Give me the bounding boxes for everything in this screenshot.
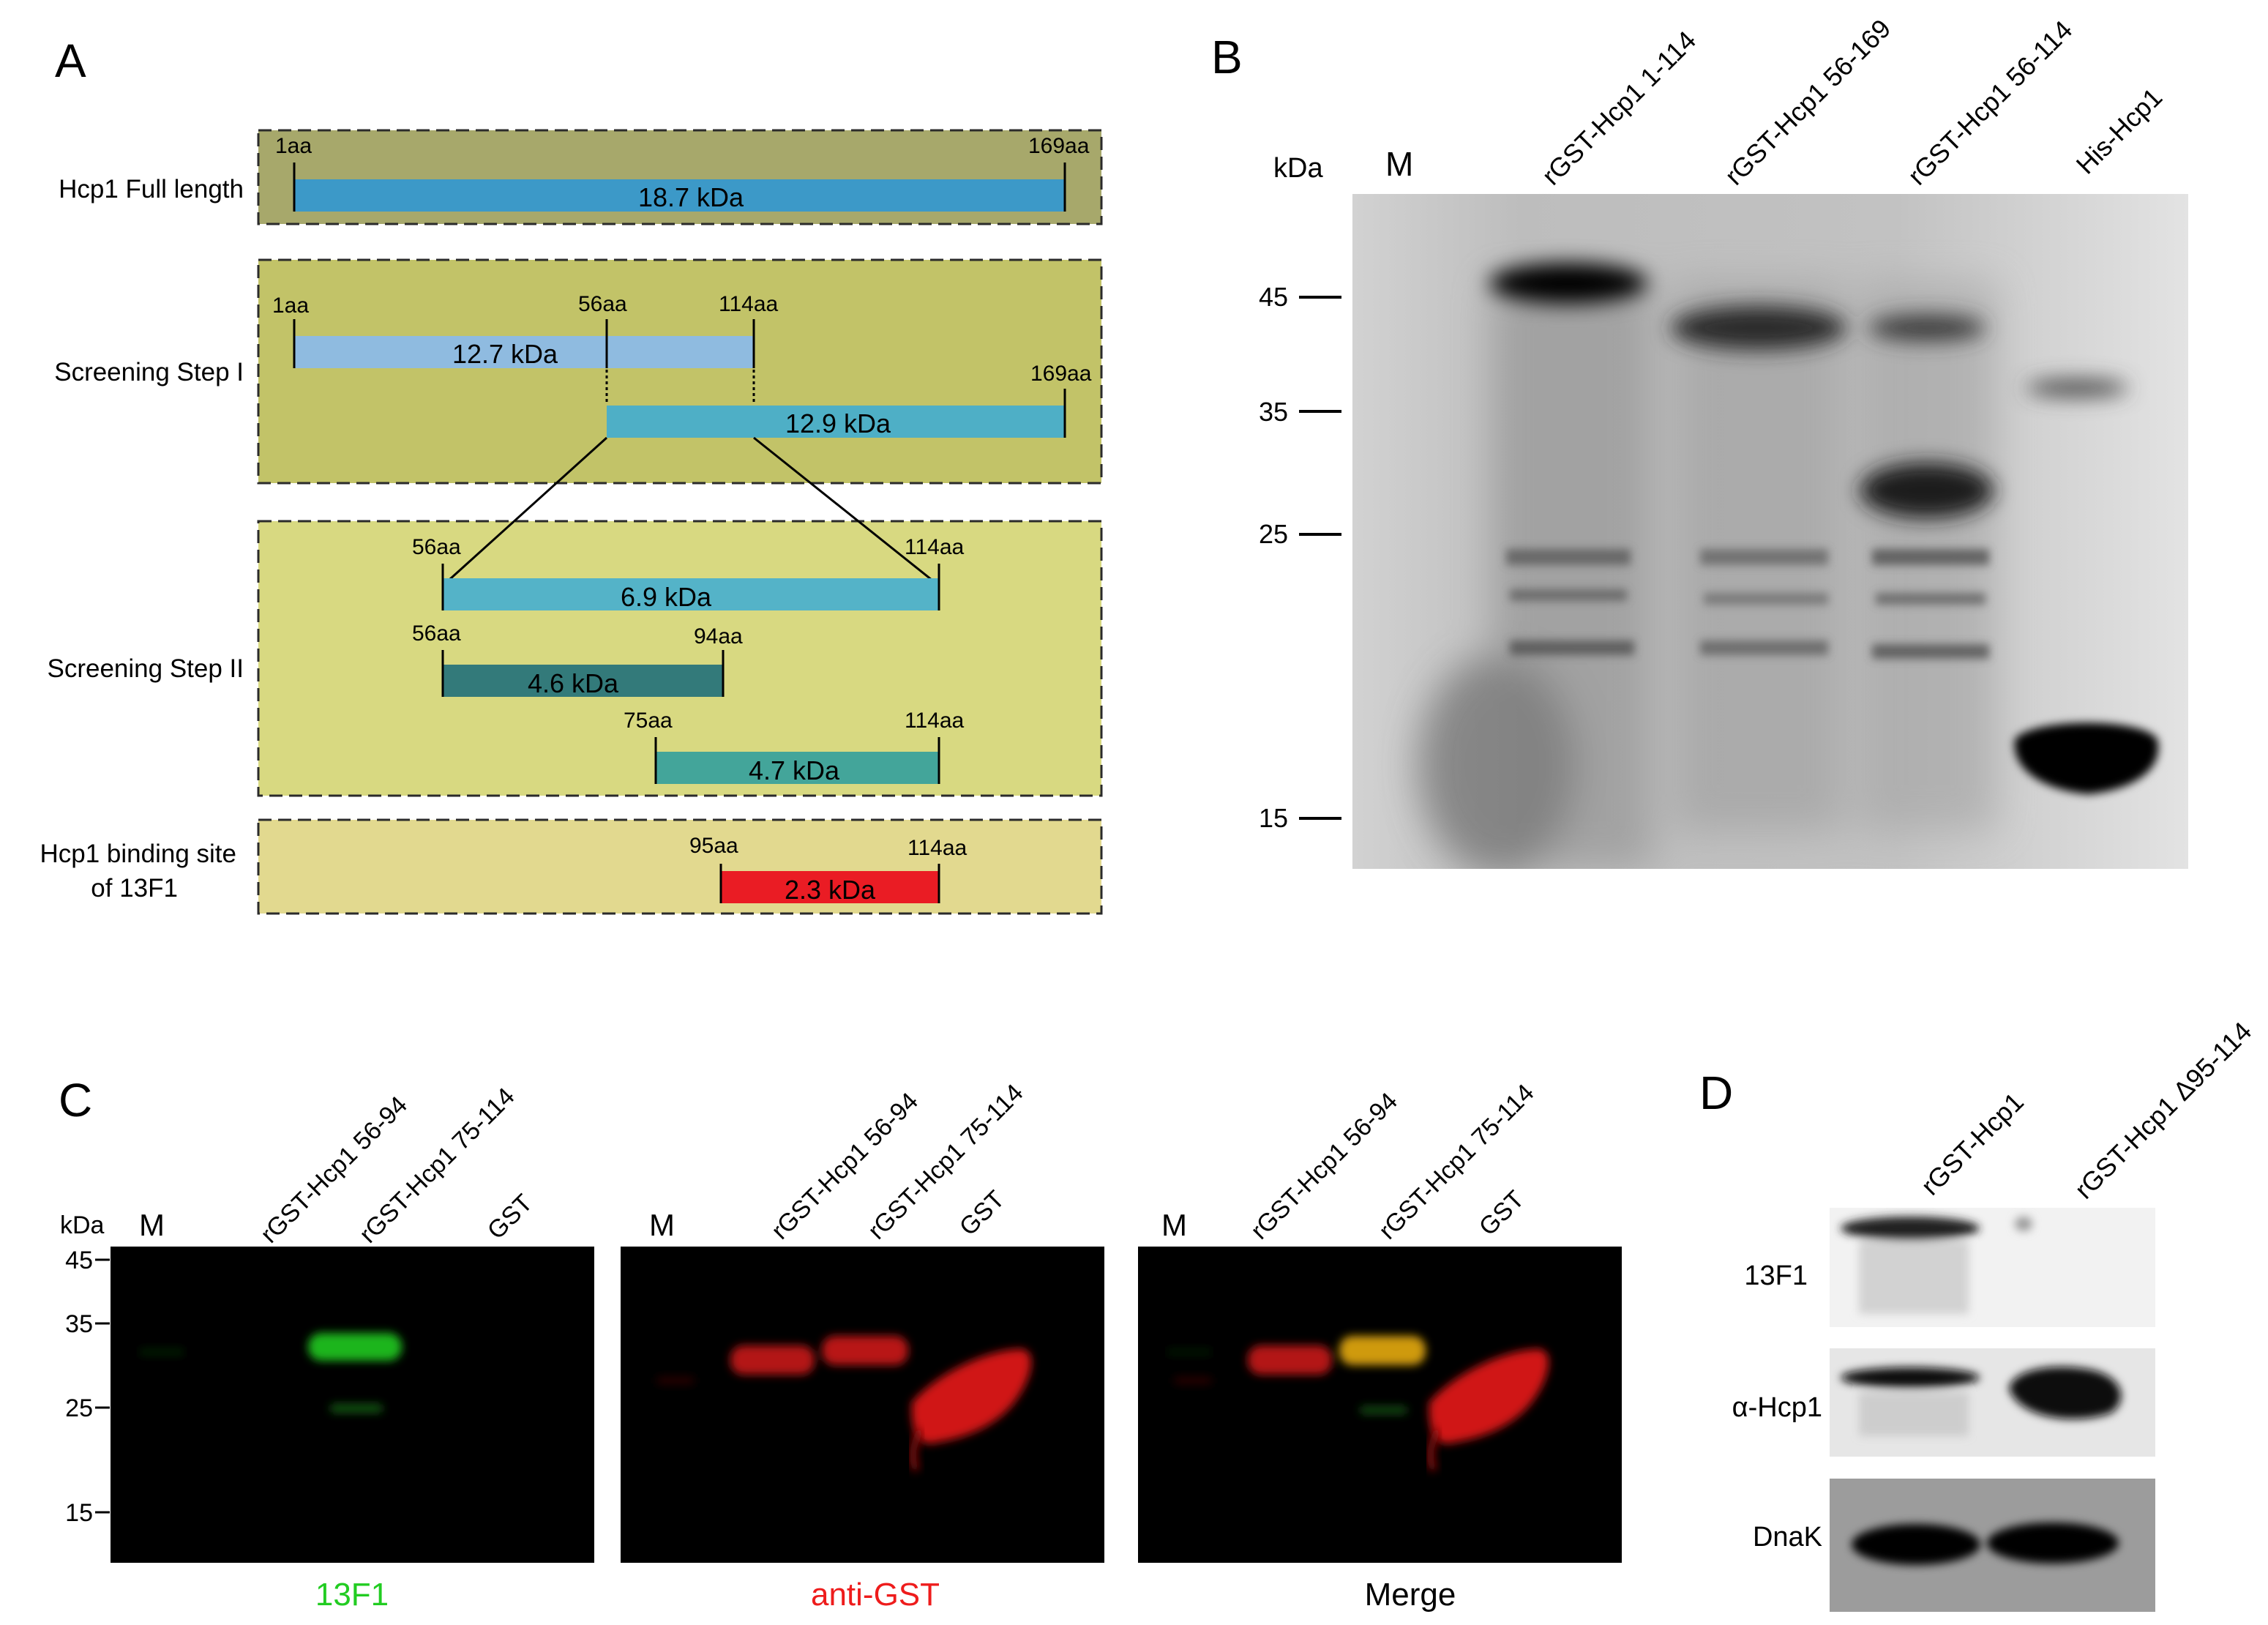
- blot-b-ladder-15: 15: [1259, 803, 1288, 833]
- blot-b-ladder-45: 45: [1259, 282, 1288, 312]
- blot-b-ladder-35: 35: [1259, 397, 1288, 427]
- blot-c3-marker: M: [1161, 1208, 1187, 1242]
- blot-c-ladder-25: 25: [65, 1394, 93, 1422]
- blot-c2-caption: anti-GST: [811, 1577, 940, 1613]
- fragment-bar-56-94: [443, 665, 723, 697]
- blot-b-lane-3-label: rGST-Hcp1 56-114: [1902, 15, 2078, 191]
- blot-d-lane-1-label: rGST-Hcp1: [1915, 1086, 2029, 1200]
- panel-d: D rGST-Hcp1 rGST-Hcp1 Δ95-114 13F1 α-Hcp…: [1699, 1016, 2257, 1612]
- blot-d-row-label-dnak: DnaK: [1753, 1522, 1822, 1553]
- panel-b-unit: kDa: [1273, 153, 1323, 184]
- fragment-full-end: 169aa: [1028, 134, 1090, 158]
- row-label-binding-line2: of 13F1: [91, 874, 178, 903]
- blot-b-lane-4-label: His-Hcp1: [2070, 82, 2168, 180]
- blot-d-hcp1-image: [1830, 1348, 2155, 1457]
- row-label-step1: Screening Step I: [54, 358, 244, 386]
- fragment-1-114-mw: 12.7 kDa: [452, 339, 558, 369]
- fragment-full-mw: 18.7 kDa: [638, 182, 744, 212]
- fragment-bar-75-114: [656, 752, 939, 784]
- blot-c2-marker: M: [649, 1208, 675, 1242]
- panel-c: C kDa 45 35 25 15 M rGST-Hcp1 56-94 rGST…: [59, 1074, 1622, 1613]
- blot-d-row-label-13f1: 13F1: [1744, 1260, 1808, 1291]
- fragment-75-114-end: 114aa: [905, 709, 965, 733]
- fragment-1-114-start: 1aa: [272, 294, 309, 318]
- fragment-56-114-start: 56aa: [412, 535, 461, 559]
- fragment-bar-56-114: [443, 578, 939, 610]
- blot-c3-caption: Merge: [1365, 1577, 1456, 1613]
- blot-c1-marker: M: [139, 1208, 165, 1242]
- blot-c-ladder-15: 15: [65, 1499, 93, 1527]
- blot-c1-caption: 13F1: [315, 1577, 389, 1613]
- fragment-bar-1-114: [294, 336, 754, 368]
- fragment-56-114-end: 114aa: [905, 535, 965, 559]
- blot-b-lane-2-label: rGST-Hcp1 56-169: [1719, 13, 1897, 191]
- blot-c-ladder-35: 35: [65, 1310, 93, 1338]
- panel-b: B kDa M rGST-Hcp1 1-114 rGST-Hcp1 56-169…: [1211, 13, 2188, 869]
- fragment-56-94-mw: 4.6 kDa: [528, 668, 619, 698]
- row-label-step2: Screening Step II: [48, 654, 244, 683]
- fragment-bar-full: [294, 179, 1065, 212]
- fragment-75-114-mw: 4.7 kDa: [749, 755, 840, 785]
- fragment-bar-56-169: [607, 406, 1065, 438]
- fragment-56-169-end: 169aa: [1030, 362, 1092, 386]
- row-label-full-length: Hcp1 Full length: [59, 175, 244, 203]
- panel-b-label: B: [1211, 31, 1243, 83]
- row-step2-box: [257, 520, 1103, 797]
- blot-c-ladder-45: 45: [65, 1247, 93, 1274]
- blot-c2-lane-3-label: GST: [954, 1185, 1010, 1241]
- blot-d-row-label-hcp1: α-Hcp1: [1732, 1392, 1822, 1423]
- blot-c2-image: [621, 1247, 1104, 1563]
- panel-b-marker: M: [1385, 145, 1413, 183]
- blot-d-lane-2-label: rGST-Hcp1 Δ95-114: [2069, 1016, 2258, 1205]
- row-binding-site-box: [257, 818, 1103, 915]
- panel-c-unit: kDa: [60, 1211, 105, 1239]
- blot-b-image: [1352, 194, 2188, 869]
- fragment-56-94-end: 94aa: [694, 624, 743, 649]
- fragment-95-114-mw: 2.3 kDa: [785, 875, 876, 905]
- panel-a: A Hcp1 Full length Screening Step I Scre…: [40, 34, 1103, 915]
- row-step1-box: [257, 258, 1103, 485]
- panel-c-label: C: [59, 1074, 92, 1127]
- blot-b-lane-1-label: rGST-Hcp1 1-114: [1536, 25, 1702, 191]
- fragment-75-114-start: 75aa: [624, 709, 673, 733]
- fragment-1-114-end: 114aa: [719, 292, 779, 316]
- blot-c1-lane-3-label: GST: [482, 1189, 538, 1244]
- blot-c3-lane-3-label: GST: [1474, 1185, 1530, 1241]
- fragment-95-114-start: 95aa: [689, 834, 738, 858]
- blot-c1-image: [111, 1247, 594, 1563]
- panel-d-label: D: [1699, 1066, 1733, 1119]
- row-label-binding-line1: Hcp1 binding site: [40, 840, 237, 868]
- fragment-56-169-mw: 12.9 kDa: [785, 408, 891, 438]
- blot-c3-image: [1138, 1247, 1622, 1563]
- blot-d-dnak-image: [1830, 1479, 2155, 1612]
- fragment-full-start: 1aa: [275, 134, 312, 158]
- panel-a-label: A: [55, 34, 86, 87]
- fragment-56-114-mw: 6.9 kDa: [621, 582, 712, 612]
- fragment-56-94-start: 56aa: [412, 621, 461, 646]
- blot-b-ladder-25: 25: [1259, 519, 1288, 549]
- fragment-95-114-end: 114aa: [907, 836, 968, 860]
- blot-d-13f1-image: [1830, 1208, 2155, 1327]
- fragment-1-114-mid: 56aa: [578, 292, 627, 316]
- fragment-bar-95-114: [721, 871, 939, 903]
